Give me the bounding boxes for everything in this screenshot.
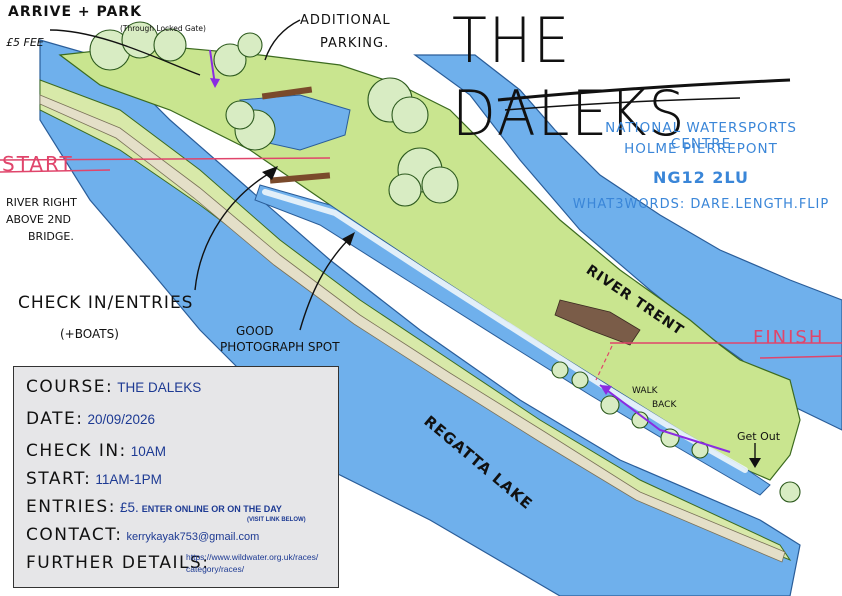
date-row: DATE: 20/09/2026: [26, 409, 155, 429]
further-details-label: FURTHER DETAILS:: [26, 553, 210, 573]
checkin-row: CHECK IN: 10AM: [26, 441, 166, 461]
regatta-lake: [39, 39, 801, 596]
entries-value: £5.: [119, 500, 139, 515]
photo-arrow: [299, 235, 353, 331]
venue-name: NATIONAL WATERSPORTS CENTRE: [605, 120, 797, 152]
additional-parking-label-2: PARKING.: [320, 36, 390, 51]
walk-back-arrowhead: [600, 385, 612, 395]
fee-label: £5 FEE: [6, 36, 44, 49]
further-details-link-line-2: category/races/: [186, 564, 245, 574]
contact-label: CONTACT:: [26, 525, 123, 545]
photo-arrowhead: [342, 232, 355, 246]
arrive-park-label: ARRIVE + PARK: [8, 4, 142, 20]
start-marker-line: [0, 157, 331, 161]
contact-row: CONTACT: kerrykayak753@gmail.com: [26, 525, 259, 545]
title-underline: [497, 78, 791, 102]
venue-what3words: WHAT3WORDS: DARE.LENGTH.FLIP: [572, 197, 830, 212]
title-underline-2: [504, 97, 741, 111]
page-title: THE DALEKS: [452, 4, 687, 150]
finish-jetty: [554, 299, 641, 346]
checkin-label: CHECK IN:: [26, 441, 127, 461]
start-time-label: START:: [26, 469, 92, 489]
boats-label: (+BOATS): [60, 327, 119, 341]
venue-location: HOLME PIERREPONT: [624, 141, 778, 157]
whitewater-rapids: [262, 189, 748, 473]
venue-postcode: NG12 2LU: [652, 168, 750, 187]
walk-back-route: [599, 384, 731, 453]
locked-gate-label: (Through Locked Gate): [120, 24, 206, 33]
entries-label: ENTRIES:: [26, 497, 116, 517]
start-time-value: 11AM-1PM: [95, 472, 162, 487]
park-arrowhead: [210, 78, 220, 88]
arrive-arrow: [49, 29, 201, 76]
photo-spot-label-1: GOOD: [236, 324, 274, 338]
date-value: 20/09/2026: [87, 412, 156, 427]
grass-strip: [39, 79, 792, 562]
getout-arrowhead: [749, 458, 761, 468]
check-in-label: CHECK IN/ENTRIES: [18, 293, 194, 313]
date-label: DATE:: [26, 409, 84, 429]
second-bridge: [269, 172, 331, 184]
entries-detail: ENTER ONLINE OR ON THE DAY: [141, 504, 282, 514]
photo-spot-label-2: PHOTOGRAPH SPOT: [220, 340, 340, 354]
checkin-arrowhead: [262, 166, 278, 180]
checkin-value: 10AM: [130, 444, 167, 459]
finish-marker-line-2: [759, 355, 842, 359]
course-label: COURSE:: [26, 377, 114, 397]
contact-email[interactable]: kerrykayak753@gmail.com: [126, 531, 260, 543]
further-details-link[interactable]: https://www.wildwater.org.uk/races/ cate…: [186, 551, 318, 575]
additional-parking-arrow: [264, 19, 301, 61]
get-out-label: Get Out: [737, 430, 781, 443]
entries-row: ENTRIES: £5. ENTER ONLINE OR ON THE DAY: [26, 497, 282, 517]
further-details-row: FURTHER DETAILS:: [26, 553, 209, 573]
walk-back-label-2: BACK: [652, 400, 677, 410]
further-details-link-line-1: https://www.wildwater.org.uk/races/: [186, 552, 319, 562]
river-right-label-3: BRIDGE.: [28, 230, 74, 243]
river-right-label-1: RIVER RIGHT: [6, 196, 77, 209]
start-marker-line-2: [0, 169, 111, 173]
trees: [89, 21, 801, 503]
river-right-label-2: ABOVE 2ND: [6, 213, 72, 226]
entries-note: (VISIT LINK BELOW): [247, 517, 306, 523]
course-row: COURSE: THE DALEKS: [26, 377, 201, 397]
checkin-arrow: [194, 169, 276, 291]
finish-dashed-line: [595, 345, 613, 381]
course-value: THE DALEKS: [117, 380, 202, 395]
river-trent: [413, 54, 842, 431]
start-row: START: 11AM-1PM: [26, 469, 162, 489]
additional-parking-label-1: ADDITIONAL: [300, 13, 391, 28]
event-info-panel: COURSE: THE DALEKS DATE: 20/09/2026 CHEC…: [13, 366, 339, 588]
upper-bridge: [261, 86, 313, 100]
finish-label: FINISH: [753, 327, 825, 348]
start-label: START: [2, 152, 74, 176]
walk-back-label-1: WALK: [632, 386, 658, 396]
